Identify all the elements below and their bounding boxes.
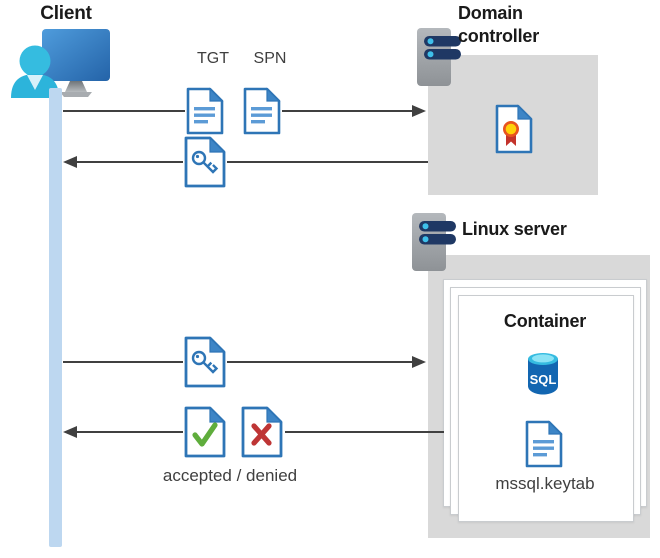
arrowhead-left-icon: [63, 156, 77, 168]
service-ticket-key-document-icon: [183, 336, 227, 388]
arrowhead-left-icon: [63, 426, 77, 438]
domain-controller-server-icon: [417, 28, 463, 86]
client-title: Client: [40, 3, 92, 24]
client-user-monitor-icon: [8, 24, 118, 98]
spn-document-icon: [242, 87, 282, 135]
linux-server-title: Linux server: [462, 219, 567, 239]
sql-label: SQL: [530, 372, 557, 387]
arrow-client-to-dc-line-left: [63, 110, 185, 112]
arrow-dc-to-client-line-right: [227, 161, 428, 163]
spn-label: SPN: [253, 50, 287, 67]
tgt-label: TGT: [197, 50, 229, 67]
certificate-icon: [494, 104, 534, 154]
service-ticket-key-document-icon: [183, 136, 227, 188]
arrow-linux-to-client-line-right: [285, 431, 444, 433]
arrow-linux-to-client-line-left: [77, 431, 183, 433]
tgt-document-icon: [185, 87, 225, 135]
keytab-label: mssql.keytab: [495, 474, 595, 493]
linux-server-icon: [412, 213, 458, 271]
container-card: [458, 295, 634, 522]
accepted-document-icon: [183, 406, 227, 458]
arrow-client-to-linux-line-left: [63, 361, 183, 363]
arrow-client-to-linux-line-right: [227, 361, 412, 363]
domain-controller-title: Domain controller: [458, 3, 540, 46]
arrowhead-right-icon: [412, 105, 426, 117]
keytab-file-icon: [524, 419, 564, 469]
client-session-bar: [49, 88, 62, 547]
arrowhead-right-icon: [412, 356, 426, 368]
arrow-client-to-dc-line-right: [282, 110, 412, 112]
result-label: accepted / denied: [162, 466, 298, 485]
container-title: Container: [503, 311, 587, 331]
arrow-dc-to-client-line-left: [77, 161, 183, 163]
sql-database-icon: SQL: [524, 349, 562, 399]
denied-document-icon: [240, 406, 284, 458]
